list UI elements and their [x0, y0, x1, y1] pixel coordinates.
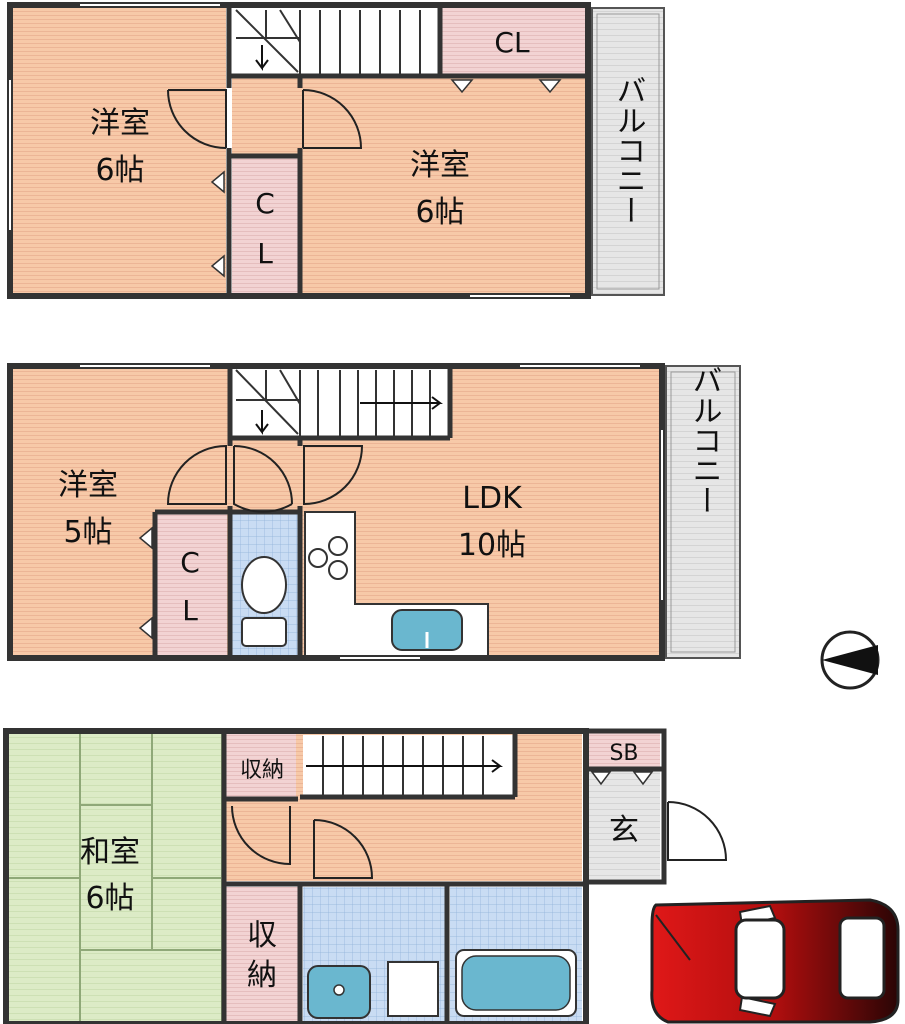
third-bedroom-left-size: 6帖: [95, 153, 144, 188]
second-hallway: [230, 440, 300, 512]
japanese-room-name: 和室: [80, 835, 140, 870]
shoe-box: [588, 733, 660, 769]
second-closet: [155, 512, 227, 656]
third-balcony-label: バルコニー: [611, 75, 646, 225]
third-hallway: [232, 78, 300, 156]
second-windows: [80, 365, 663, 659]
third-balcony: [591, 7, 665, 296]
storage-bottom-label-1: 収: [247, 918, 277, 953]
first-floor: 和室 6帖 収納 収 納 SB 玄: [3, 728, 728, 1024]
third-closet-mid: [232, 158, 298, 293]
second-doors: [166, 444, 364, 513]
washing-machine-icon: [387, 961, 439, 1017]
first-storage-bottom: [226, 887, 298, 1024]
car-icon: [650, 898, 900, 1024]
second-floor: 洋室 5帖 C L LDK 10帖 バルコニー: [7, 363, 741, 661]
second-bedroom-size: 5帖: [63, 515, 112, 550]
second-closet-door-markers: [138, 526, 153, 640]
north-compass-icon: [820, 630, 880, 690]
third-floor: 洋室 6帖 洋室 6帖 CL C L バルコニー: [7, 2, 665, 299]
entrance: [588, 769, 660, 879]
storage-bottom-label-2: 納: [247, 958, 277, 993]
third-bedroom-left-name: 洋室: [90, 106, 150, 141]
ldk-name: LDK: [462, 481, 523, 516]
third-closet-top-label: CL: [494, 26, 530, 59]
stove-burners-icon: [308, 536, 348, 580]
first-storage-top: [226, 733, 296, 799]
entrance-label: 玄: [609, 813, 639, 848]
second-balcony-label: バルコニー: [687, 365, 722, 515]
third-bedroom-right: [300, 78, 585, 293]
third-bedroom-left: [12, 8, 226, 293]
storage-top-label: 収納: [240, 758, 284, 783]
third-inner-walls: [226, 5, 588, 296]
third-windows: [9, 4, 570, 297]
shoe-box-label: SB: [609, 741, 638, 766]
third-closet-mid-label-c: C: [255, 187, 275, 220]
first-inner-walls: [221, 731, 664, 1024]
third-closet-top: [440, 8, 585, 78]
second-stair-arrow-up-icon: [360, 396, 443, 410]
third-stair-treads: [235, 9, 421, 74]
closet-door-markers: [210, 79, 562, 278]
second-stair-arrow-down-icon: [255, 410, 269, 435]
second-bedroom-name: 洋室: [58, 468, 118, 503]
japanese-room-size: 6帖: [85, 881, 134, 916]
third-stair-arrow-icon: [255, 45, 269, 71]
second-balcony: [665, 365, 741, 659]
shoe-box-door-markers: [590, 771, 654, 786]
ldk-size: 10帖: [458, 528, 526, 563]
second-stair-treads: [235, 369, 431, 436]
second-inner-walls: [152, 366, 453, 658]
second-closet-label-c: C: [180, 546, 200, 579]
third-bedroom-right-name: 洋室: [410, 148, 470, 183]
second-closet-label-l: L: [182, 594, 198, 627]
first-stair-arrow-icon: [306, 759, 503, 773]
third-closet-mid-label-l: L: [257, 237, 273, 270]
third-bedroom-right-size: 6帖: [415, 195, 464, 230]
entrance-walls: [583, 728, 667, 885]
kitchen-sink-icon: [391, 609, 463, 651]
toilet-icon: [241, 556, 287, 647]
first-doors: [231, 801, 728, 879]
third-doors: [167, 89, 363, 149]
